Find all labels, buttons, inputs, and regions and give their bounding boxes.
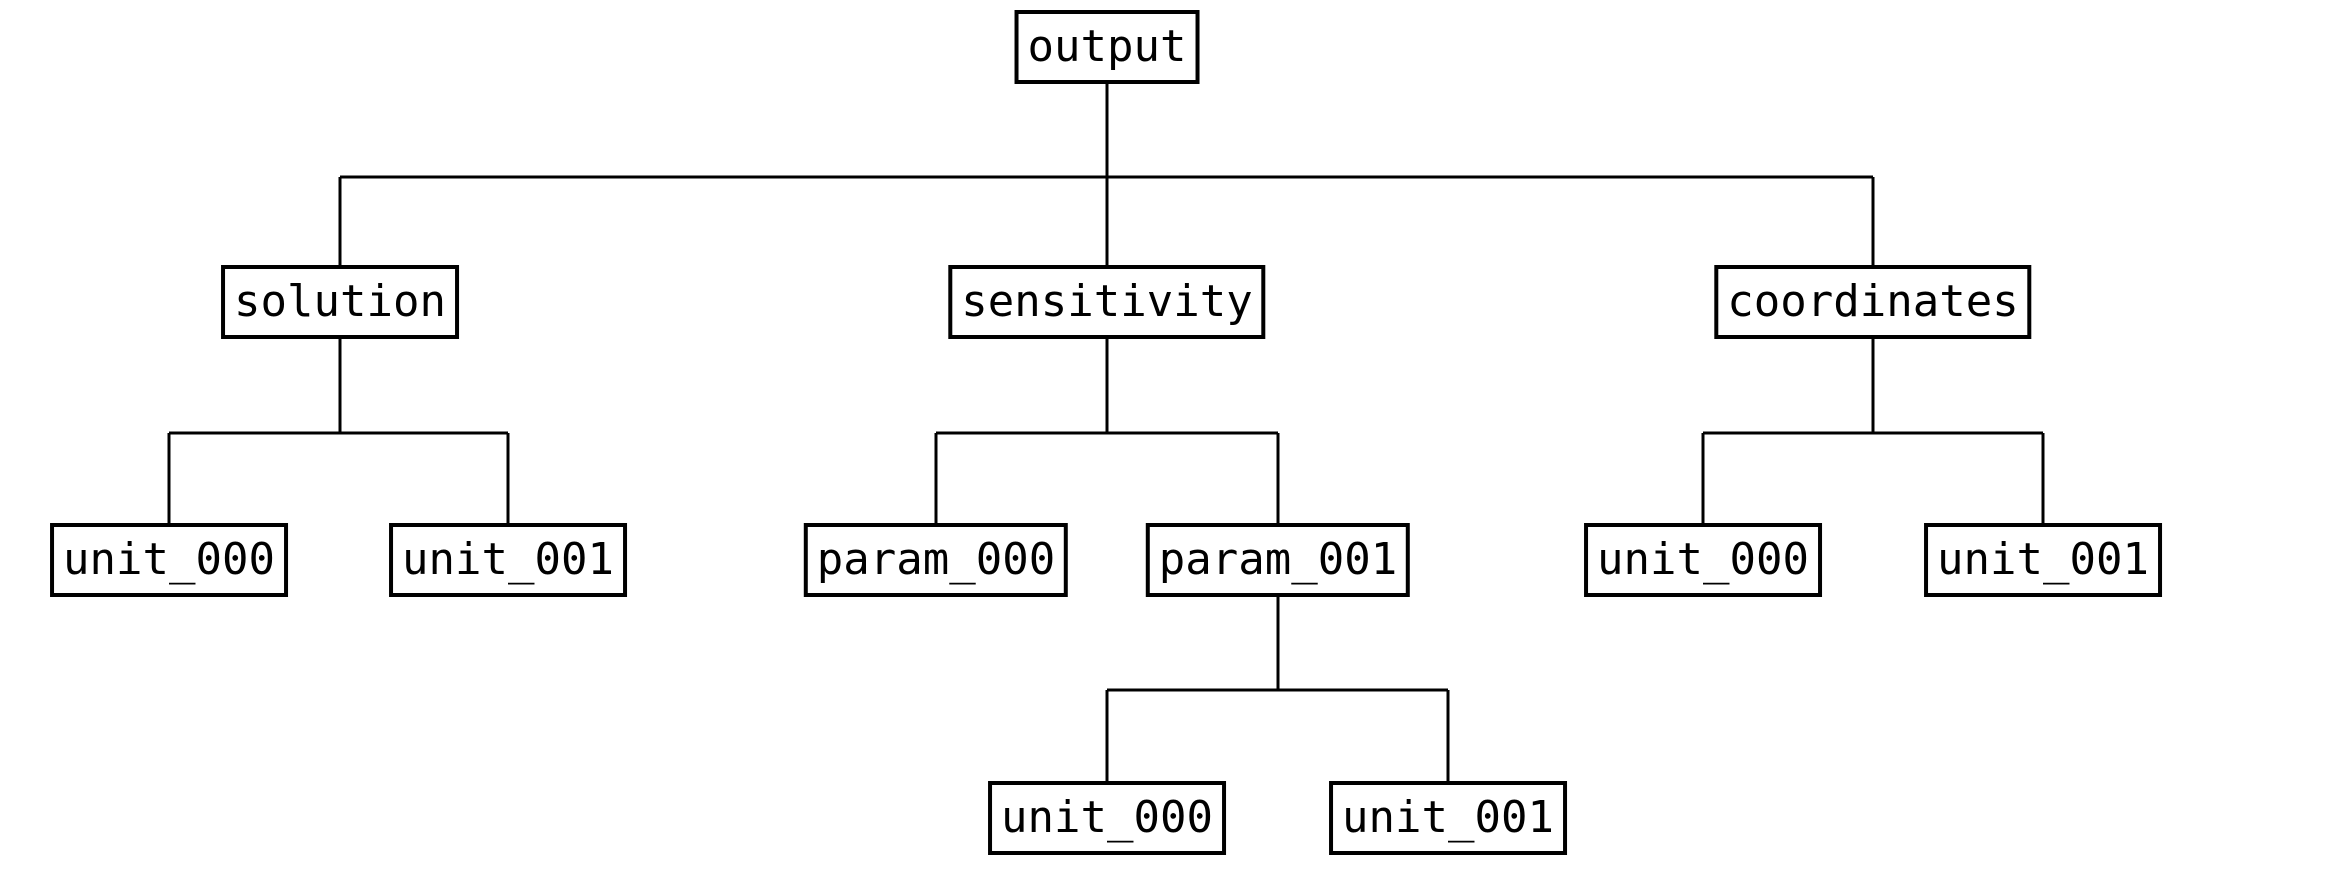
- connector-output-children: [338, 84, 1875, 265]
- tree-node-solution-unit-000: unit_000: [50, 523, 288, 597]
- tree-node-param-001-unit-000: unit_000: [988, 781, 1226, 855]
- tree-node-solution-unit-001: unit_001: [389, 523, 627, 597]
- connector-param-001-children: [1105, 597, 1450, 781]
- tree-node-coordinates: coordinates: [1714, 265, 2032, 339]
- tree-node-param-001: param_001: [1145, 523, 1411, 597]
- connector-sensitivity-children: [934, 339, 1280, 523]
- tree-node-coordinates-unit-000: unit_000: [1584, 523, 1822, 597]
- connector-solution-children: [167, 339, 510, 523]
- tree-node-solution: solution: [221, 265, 459, 339]
- tree-node-param-001-unit-001: unit_001: [1329, 781, 1567, 855]
- tree-node-sensitivity: sensitivity: [948, 265, 1266, 339]
- connector-coordinates-children: [1701, 339, 2045, 523]
- tree-node-output: output: [1014, 10, 1200, 84]
- tree-node-param-000: param_000: [803, 523, 1069, 597]
- tree-node-coordinates-unit-001: unit_001: [1924, 523, 2162, 597]
